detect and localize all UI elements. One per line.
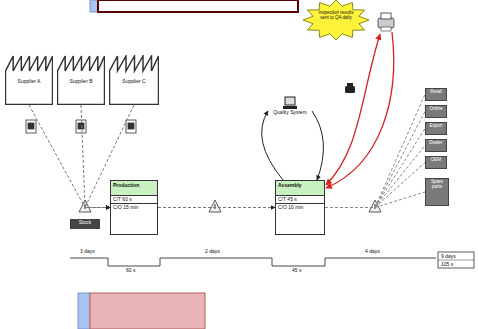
printer-icon [378, 13, 394, 31]
material-flow [325, 146, 425, 208]
customer-box: Export [425, 122, 447, 135]
material-flow [325, 112, 425, 208]
customer-box: Online [425, 105, 447, 118]
node-text: Retail [427, 90, 445, 95]
keyboard [283, 106, 297, 109]
factory-shape [5, 56, 52, 105]
lead-time-box [438, 252, 474, 268]
info-flow [262, 111, 283, 180]
timeline-label: 4 days [365, 249, 380, 255]
data-cell: C/O 10 min [276, 203, 324, 212]
supplier-factory: Supplier C [109, 55, 159, 105]
customer-box: Retail [425, 88, 447, 101]
burst-outline [303, 0, 369, 40]
data-cell: C/O 15 min [111, 203, 157, 212]
data-cell: C/T 60 s [111, 196, 157, 204]
stock-box: Stock [70, 219, 100, 229]
phone-icon [345, 83, 355, 93]
monitor [285, 97, 295, 105]
burst-shape [303, 0, 369, 40]
node-text: Online [427, 107, 445, 112]
node-text: Stock [71, 220, 99, 226]
timeline-label: 3 days [80, 249, 95, 255]
process-title: Assembly [276, 181, 324, 196]
footer-box [90, 293, 205, 329]
data-cell: C/T 45 s [276, 196, 324, 204]
material-flow [81, 105, 110, 208]
timeline-label: 2 days [205, 249, 220, 255]
customer-box: Spare parts [425, 178, 449, 206]
kaizen-burst: Inspection results sent to QA daily [303, 0, 369, 40]
material-flow [85, 105, 134, 208]
node-text: OEM [427, 158, 445, 163]
node-text: Supplier C [112, 79, 156, 85]
info-line [326, 34, 380, 185]
factory-shape [110, 56, 159, 105]
timeline-label: 45 s [292, 268, 301, 274]
timeline-label: 9 days [441, 254, 456, 260]
node-text: Supplier B [60, 79, 102, 85]
material-flow [325, 129, 425, 208]
material-flow [325, 192, 425, 208]
material-flow [158, 207, 275, 208]
process-title: Production [111, 181, 157, 196]
node-text: Dealer [427, 141, 445, 146]
lead-time-divider [438, 260, 474, 261]
material-flow [325, 95, 425, 208]
material-flow [325, 163, 425, 208]
info-flow [312, 111, 323, 180]
timeline [70, 258, 436, 266]
node-text: Inspection results sent to QA daily [317, 11, 355, 21]
document-icons [26, 120, 136, 133]
computer-icon [282, 96, 298, 110]
supplier-factory: Supplier B [57, 55, 105, 105]
customer-box: OEM [425, 156, 447, 169]
factory-shape [57, 56, 104, 105]
node-text: Quality System [268, 110, 312, 116]
info-line [326, 32, 394, 188]
timeline-label: 105 s [441, 262, 453, 268]
control-system: Quality System [268, 96, 312, 126]
node-text: Spare parts [427, 180, 447, 190]
node-text: Supplier A [8, 79, 50, 85]
header-strip [90, 0, 98, 12]
supplier-factory: Supplier A [5, 55, 53, 105]
timeline-label: 60 s [126, 268, 135, 274]
header-box [98, 0, 298, 12]
footer-strip [78, 293, 90, 329]
material-flow [29, 105, 110, 208]
node-text: Export [427, 124, 445, 129]
process-box: AssemblyC/T 45 sC/O 10 min [275, 180, 325, 235]
customer-box: Dealer [425, 139, 447, 152]
process-box: ProductionC/T 60 sC/O 15 min [110, 180, 158, 235]
